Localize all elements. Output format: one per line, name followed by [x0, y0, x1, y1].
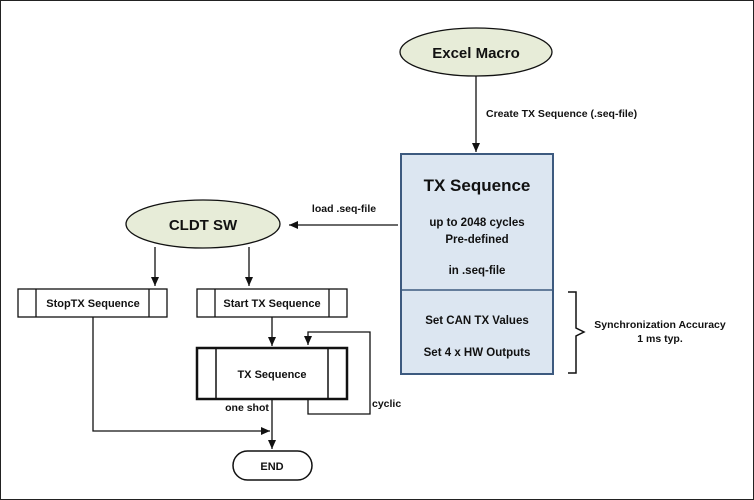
stop-to-end-arrow: [92, 317, 270, 435]
set-can-tx-label: Set CAN TX Values: [425, 315, 529, 327]
sync-accuracy-label: Synchronization Accuracy: [594, 319, 726, 331]
stop-tx-label: StopTX Sequence: [46, 298, 140, 310]
cyclic-loop-arrow: [304, 331, 371, 415]
tx-sequence-loop-node: [195, 346, 349, 401]
tx-loop-label: TX Sequence: [237, 369, 306, 381]
tx-sequence-cycles: up to 2048 cycles: [429, 217, 524, 229]
load-seq-label: load .seq-file: [312, 203, 376, 215]
end-label: END: [260, 461, 283, 473]
start-tx-label: Start TX Sequence: [223, 298, 320, 310]
stop-tx-node: [17, 288, 168, 318]
cyclic-label: cyclic: [372, 398, 401, 410]
set-hw-outputs-label: Set 4 x HW Outputs: [424, 347, 531, 359]
sync-typ-label: 1 ms typ.: [637, 333, 683, 345]
excel-macro-label: Excel Macro: [432, 45, 520, 62]
create-tx-label: Create TX Sequence (.seq-file): [486, 108, 637, 120]
cldt-sw-label: CLDT SW: [169, 217, 238, 234]
tx-sequence-title: TX Sequence: [424, 176, 531, 195]
end-node: [232, 450, 313, 481]
tx-sequence-seqfile: in .seq-file: [449, 265, 506, 277]
tx-sequence-predefined: Pre-defined: [445, 234, 508, 246]
tx-sequence-panel: [400, 153, 554, 375]
sync-brace: [568, 291, 586, 374]
one-shot-label: one shot: [225, 402, 269, 414]
cldt-sw-node: [125, 199, 281, 249]
start-tx-node: [196, 288, 348, 318]
